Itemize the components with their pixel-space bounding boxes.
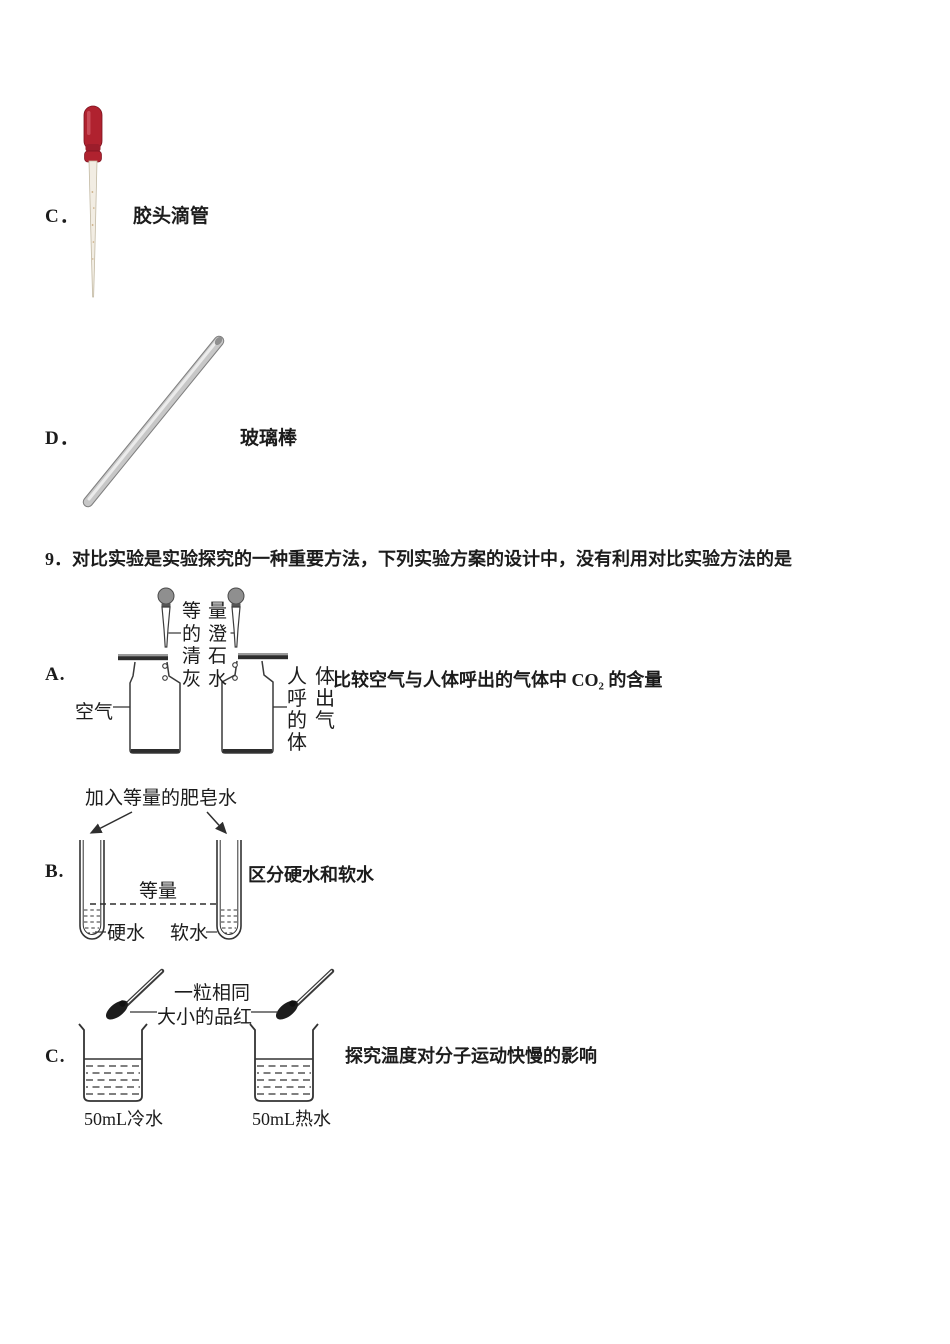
option-c-prev-label: 胶头滴管	[133, 206, 210, 227]
beaker-left	[78, 1023, 148, 1102]
beaker-comparison-diagram	[78, 968, 335, 1102]
test-tube-left	[79, 840, 105, 940]
spoon-left	[106, 968, 165, 1020]
beaker-right	[249, 1023, 319, 1102]
soap-water-note: 加入等量的肥皂水	[85, 788, 238, 809]
spoon-right	[276, 968, 335, 1020]
gas-bottle-comparison-diagram	[113, 587, 288, 754]
limewater-label: 等量 的澄 清石 灰水	[182, 601, 234, 691]
test-tube-comparison-diagram	[79, 811, 242, 940]
exhaled-gas-label-row: 呼出	[287, 688, 343, 710]
option-c-letter: C.	[45, 1046, 66, 1067]
option-b-letter: B.	[45, 861, 65, 882]
hard-water-label: 硬水	[107, 923, 146, 944]
arrow-to-right-tube	[206, 811, 228, 835]
limewater-label-row: 的澄	[182, 623, 235, 645]
option-d-prev-letter: D．	[45, 428, 80, 449]
option-a-letter: A.	[45, 664, 66, 685]
hot-water-beaker-label: 50mL热水	[252, 1109, 331, 1129]
glass-rod	[82, 335, 225, 508]
exhaled-gas-label-row: 的气	[287, 710, 343, 732]
limewater-dropper-left	[157, 587, 175, 648]
question-9-text: 9．对比实验是实验探究的一种重要方法，下列实验方案的设计中，没有利用对比实验方法…	[45, 549, 792, 569]
dropper-bulb	[83, 105, 103, 163]
option-c-description: 探究温度对分子运动快慢的影响	[345, 1046, 597, 1066]
option-a-description: 比较空气与人体呼出的气体中 CO₂ 的含量	[333, 670, 663, 690]
option-c-prev-letter: C．	[45, 206, 80, 227]
dye-note-line1: 一粒相同	[174, 983, 251, 1004]
dye-note-line2: 大小的品红	[157, 1007, 253, 1028]
option-b-description: 区分硬水和软水	[248, 865, 374, 885]
equal-amount-label: 等量	[139, 881, 178, 902]
limewater-label-row: 等量	[182, 601, 235, 622]
limewater-dropper-right	[227, 587, 245, 648]
glass-rod-illustration	[82, 335, 225, 508]
exhaled-gas-label-row: 人体	[287, 666, 343, 688]
gas-bottle-left	[118, 654, 181, 754]
arrow-to-left-tube	[89, 811, 133, 834]
soft-water-label: 软水	[170, 923, 209, 944]
option-d-prev-label: 玻璃棒	[240, 428, 298, 449]
dropper-glass-tube	[88, 160, 98, 298]
limewater-label-row: 灰水	[182, 668, 235, 690]
exhaled-gas-bottle-label: 人体 呼出 的气 体	[287, 666, 339, 754]
limewater-label-row: 清石	[182, 646, 235, 667]
dropper-illustration	[83, 105, 103, 298]
cold-water-beaker-label: 50mL冷水	[84, 1109, 163, 1129]
air-bottle-label: 空气	[75, 702, 114, 723]
exhaled-gas-label-row: 体	[287, 732, 315, 754]
gas-bottle-right	[221, 653, 288, 754]
test-tube-right	[216, 840, 242, 940]
